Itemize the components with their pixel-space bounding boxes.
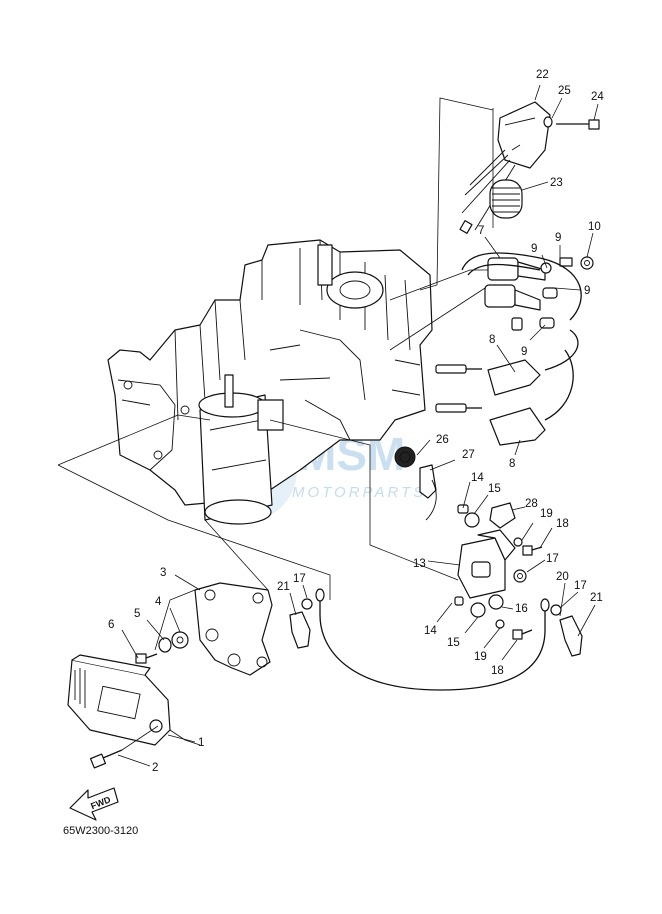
fwd-arrow-icon: FWD (69, 787, 119, 821)
callout-11: 9 (531, 243, 537, 255)
starter-motor (198, 374, 284, 525)
callout-2: 2 (152, 762, 158, 774)
callout-28: 28 (525, 498, 538, 510)
callout-26: 26 (436, 434, 449, 446)
callout-7: 7 (478, 225, 484, 237)
spark-plugs (435, 364, 482, 413)
callout-16: 16 (515, 603, 528, 615)
callout-14a: 14 (471, 472, 484, 484)
callout-17a: 17 (293, 573, 306, 585)
callout-21a: 21 (277, 581, 290, 593)
callout-13: 13 (413, 558, 426, 570)
plug-caps (484, 256, 594, 331)
battery-terminals (289, 588, 583, 691)
bolt-2 (89, 749, 123, 769)
relay-assembly (454, 502, 543, 640)
callout-5: 5 (134, 608, 140, 620)
grommet-set (135, 631, 189, 664)
callout-12: 10 (588, 221, 601, 233)
hoses (461, 252, 582, 446)
callout-8a: 8 (489, 334, 495, 346)
callout-15b: 15 (447, 637, 460, 649)
callout-20: 20 (556, 571, 569, 583)
diagram-code: 65W2300-3120 (63, 825, 138, 837)
callout-1: 1 (198, 737, 204, 749)
callout-4: 4 (155, 596, 162, 608)
cdi-unit (67, 654, 171, 746)
callout-14b: 14 (424, 625, 437, 637)
leader-lines (57, 84, 599, 767)
callout-8b: 8 (509, 458, 515, 470)
engine-block (107, 239, 433, 506)
ignition-coil (459, 101, 600, 234)
callout-18a: 18 (556, 518, 569, 530)
callout-19a: 19 (540, 508, 553, 520)
callout-3: 3 (160, 567, 166, 579)
callout-23: 23 (550, 177, 563, 189)
callout-21b: 21 (590, 592, 603, 604)
callout-24: 24 (591, 91, 604, 103)
callout-6: 6 (108, 619, 114, 631)
callout-19b: 19 (474, 651, 487, 663)
callout-27: 27 (462, 449, 475, 461)
callout-17b: 17 (574, 580, 587, 592)
callout-22: 22 (536, 69, 549, 81)
callout-18b: 18 (491, 665, 504, 677)
thermo-switch (394, 446, 437, 521)
callout-9b: 9 (521, 346, 527, 358)
watermark-sub: MOTORPARTS (292, 484, 426, 501)
mounting-bracket (194, 582, 273, 676)
callout-9a: 9 (584, 285, 590, 297)
callout-17c: 17 (546, 553, 559, 565)
callout-25: 25 (558, 85, 571, 97)
callout-10: 9 (555, 232, 561, 244)
callout-numbers: 22 25 24 23 7 10 9 9 9 9 8 8 26 27 14 15… (108, 69, 604, 774)
callout-15a: 15 (488, 483, 501, 495)
